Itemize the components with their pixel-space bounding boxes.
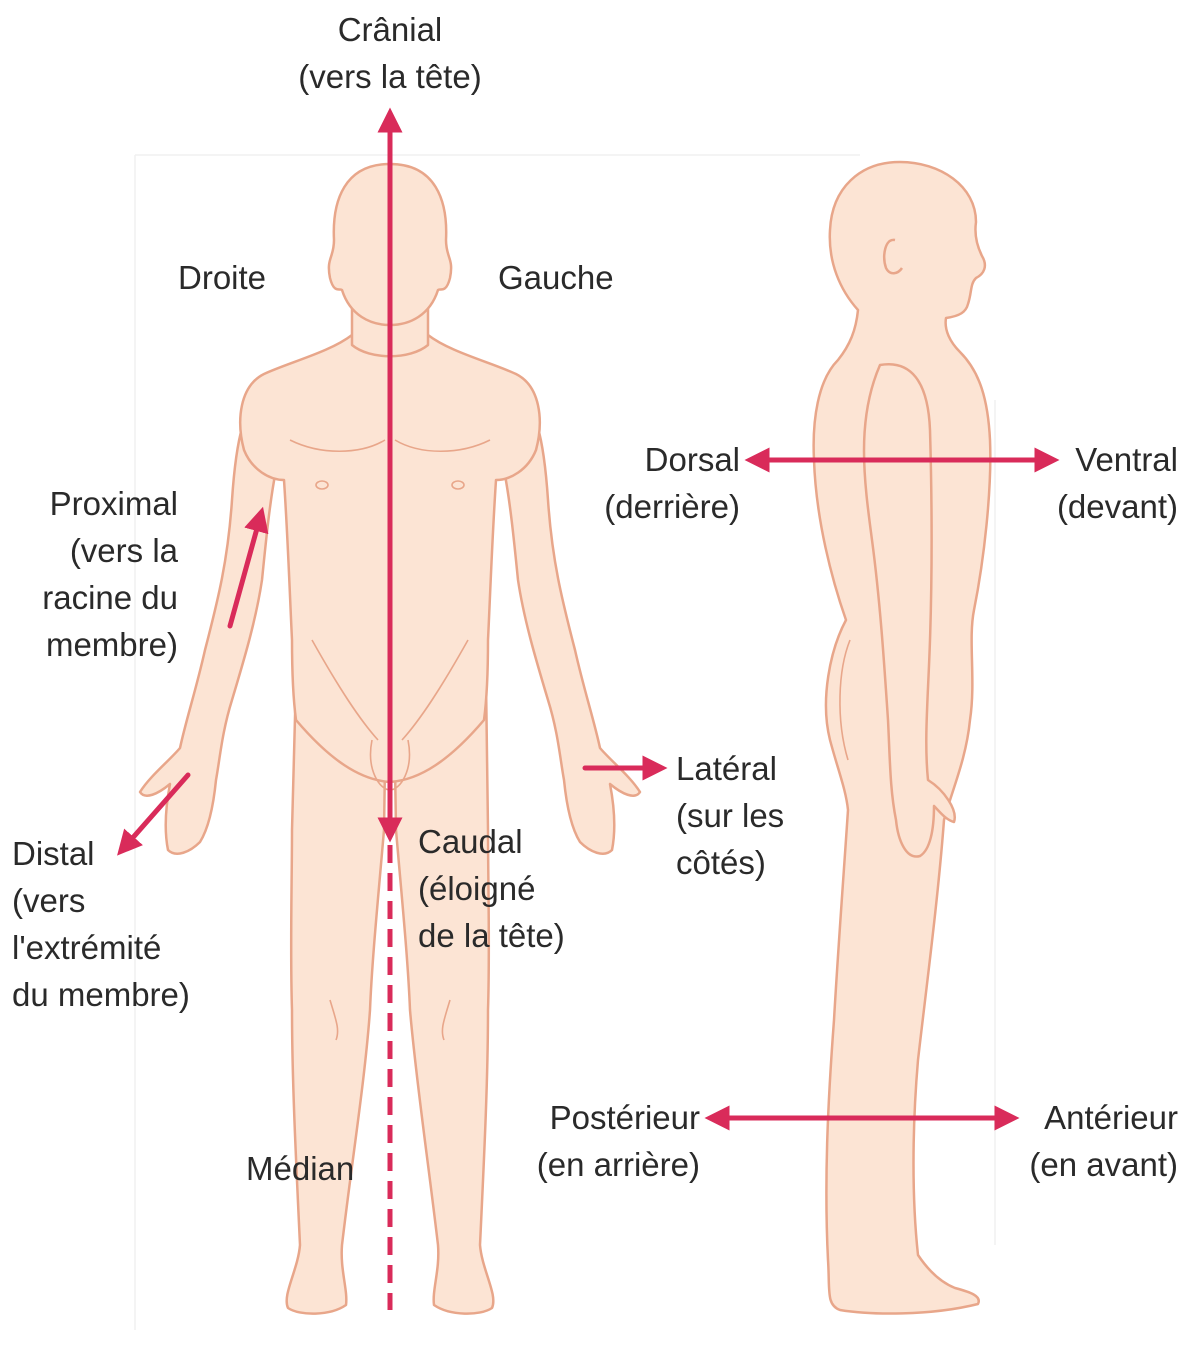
label-cranial: Crânial (vers la tête)	[240, 6, 540, 100]
label-dorsal: Dorsal (derrière)	[540, 436, 740, 530]
label-gauche: Gauche	[498, 254, 614, 301]
label-anterieur: Antérieur (en avant)	[960, 1094, 1178, 1188]
label-droite: Droite	[178, 254, 266, 301]
label-caudal: Caudal (éloigné de la tête)	[418, 818, 565, 959]
label-ventral: Ventral (devant)	[980, 436, 1178, 530]
label-distal: Distal (vers l'extrémité du membre)	[12, 830, 190, 1018]
label-posterieur: Postérieur (en arrière)	[480, 1094, 700, 1188]
label-proximal: Proximal (vers la racine du membre)	[0, 480, 178, 668]
label-median: Médian	[246, 1145, 354, 1192]
label-lateral: Latéral (sur les côtés)	[676, 745, 784, 886]
